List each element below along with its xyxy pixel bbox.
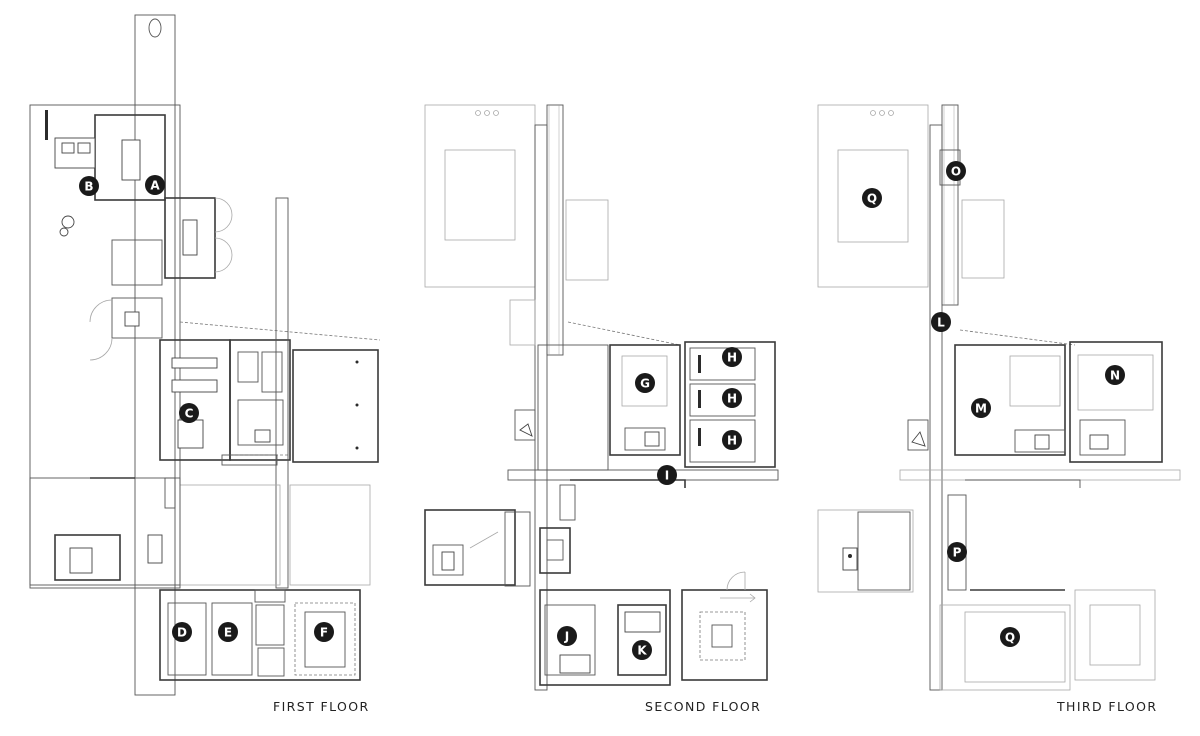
svg-text:E: E [224, 626, 232, 640]
second-floor-label: SECOND FLOOR [645, 699, 761, 714]
room-marker-g: G [635, 373, 655, 393]
room-marker-c: C [179, 403, 199, 423]
room-marker-k: K [632, 640, 652, 660]
svg-text:I: I [665, 469, 669, 483]
svg-text:J: J [564, 630, 569, 644]
svg-text:B: B [84, 180, 93, 194]
room-marker-h-3: H [722, 430, 742, 450]
svg-text:N: N [1110, 369, 1120, 383]
svg-text:O: O [951, 165, 961, 179]
svg-text:L: L [937, 316, 945, 330]
svg-text:P: P [953, 546, 962, 560]
first-floor-plan [29, 14, 381, 696]
room-marker-q-2: Q [1000, 627, 1020, 647]
svg-text:A: A [150, 179, 160, 193]
room-marker-l: L [931, 312, 951, 332]
room-marker-h-2: H [722, 388, 742, 408]
svg-text:K: K [637, 644, 647, 658]
room-marker-i: I [657, 465, 677, 485]
room-marker-m: M [971, 398, 991, 418]
svg-text:G: G [640, 377, 650, 391]
svg-text:F: F [320, 626, 328, 640]
svg-text:H: H [727, 351, 737, 365]
room-marker-e: E [218, 622, 238, 642]
svg-text:H: H [727, 434, 737, 448]
svg-text:C: C [185, 407, 194, 421]
third-floor-label: THIRD FLOOR [1056, 699, 1157, 714]
room-marker-h-1: H [722, 347, 742, 367]
room-marker-p: P [947, 542, 967, 562]
svg-text:Q: Q [1005, 631, 1015, 645]
svg-text:Q: Q [867, 192, 877, 206]
room-marker-d: D [172, 622, 192, 642]
room-marker-n: N [1105, 365, 1125, 385]
room-marker-j: J [557, 626, 577, 646]
room-marker-f: F [314, 622, 334, 642]
room-marker-b: B [79, 176, 99, 196]
second-floor-plan [424, 104, 779, 691]
svg-text:H: H [727, 392, 737, 406]
room-marker-o: O [946, 161, 966, 181]
svg-text:D: D [177, 626, 187, 640]
third-floor-plan [817, 104, 1181, 691]
first-floor-label: FIRST FLOOR [273, 699, 370, 714]
room-marker-q-1: Q [862, 188, 882, 208]
room-marker-a: A [145, 175, 165, 195]
svg-text:M: M [975, 402, 987, 416]
